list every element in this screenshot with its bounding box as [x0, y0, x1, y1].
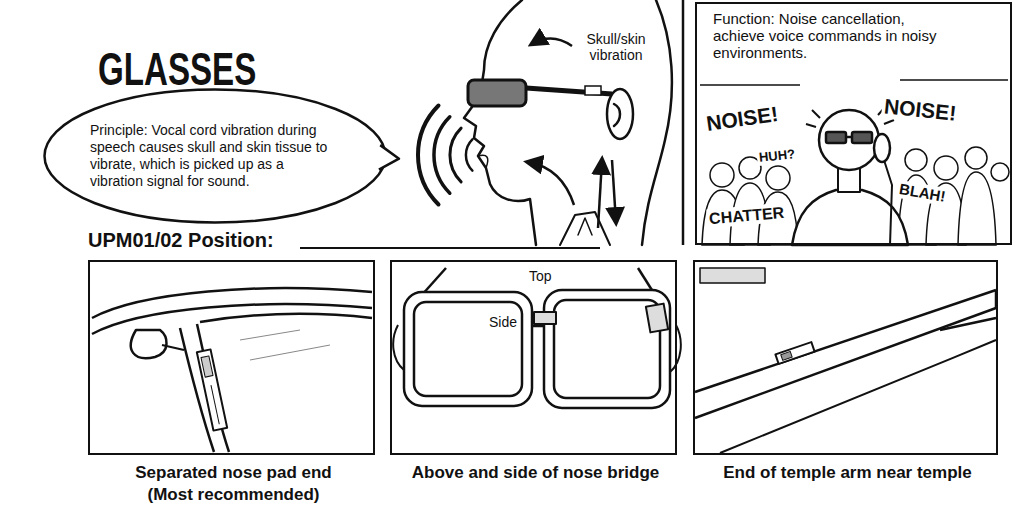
bubble-ellipse [45, 90, 386, 223]
nose-pad-closeup [162, 345, 184, 350]
glasses-front [544, 290, 670, 408]
glasses-front [534, 312, 556, 324]
callout-label: Skull/skin vibration [576, 31, 656, 63]
glasses-front [414, 302, 522, 396]
glasses-on-head [468, 80, 612, 106]
panel-caption: (Most recommended) [78, 484, 389, 505]
position-panel: End of temple arm near temple [693, 260, 998, 455]
person [852, 132, 872, 143]
temple-arm [700, 268, 765, 283]
crowd [958, 172, 996, 245]
glasses-on-head [468, 80, 526, 106]
vibration-arrows [612, 160, 616, 222]
head-profile [614, 104, 620, 126]
sound-waves [418, 106, 472, 205]
bubble-text: Principle: Vocal cord vibration during s… [90, 122, 340, 190]
sound-waves [418, 106, 439, 205]
head-profile [607, 89, 633, 139]
crowd [700, 80, 1009, 245]
vibration-arrows [532, 38, 572, 46]
vibration-arrows [528, 38, 616, 228]
head-profile [560, 212, 610, 245]
nose-pad-closeup [92, 304, 372, 334]
person [819, 110, 879, 170]
nose-pad-closeup [201, 356, 213, 377]
crowd [766, 166, 790, 190]
nose-pad-closeup [240, 330, 330, 360]
panel-text: Function: Noise cancellation, achieve vo… [713, 10, 945, 61]
glasses-front [393, 268, 681, 408]
bubble-tail [379, 145, 399, 169]
crowd [700, 84, 800, 86]
temple-arm [781, 351, 792, 360]
head-profile [578, 218, 592, 235]
person [884, 160, 892, 245]
glasses-front [646, 304, 668, 333]
noise-word: HUH? [756, 146, 798, 166]
title: GLASSES [98, 46, 256, 92]
speech-bubble: Principle: Vocal cord vibration during s… [43, 88, 387, 224]
nose-pad-closeup [131, 330, 167, 358]
temple-arm [695, 290, 996, 392]
sound-waves [434, 117, 450, 193]
crowd [900, 79, 1008, 81]
nose-pad-closeup [92, 288, 372, 452]
temple-arm [775, 342, 814, 364]
noise-word: NOISE! [703, 101, 782, 136]
vibration-arrows [528, 162, 574, 205]
crowd [934, 156, 958, 180]
panel-caption: Above and side of nose bridge [380, 462, 691, 483]
glasses-front [404, 292, 532, 406]
temple-arm [940, 318, 996, 330]
head-profile [464, 0, 536, 245]
nose-pad-closeup [197, 349, 227, 430]
part-label: Side [487, 314, 519, 331]
nose-pad-closeup [200, 314, 372, 322]
glasses-front [393, 325, 681, 372]
head-profile [642, 0, 672, 245]
nose-pad-closeup [197, 349, 227, 430]
head-profile [464, 0, 672, 245]
position-panel: Above and side of nose bridge [390, 260, 677, 455]
person [874, 134, 890, 162]
part-label: Top [527, 268, 554, 285]
crowd [710, 163, 734, 187]
person [846, 136, 852, 139]
vibration-arrows [598, 160, 602, 228]
temple-arm [695, 268, 996, 453]
crowd [965, 147, 987, 169]
nose-pad-closeup [211, 385, 219, 424]
panel-caption: End of temple arm near temple [683, 462, 1012, 483]
panel-divider [682, 0, 685, 245]
bubble-tail [379, 145, 399, 169]
panel-caption: Separated nose pad end [78, 462, 389, 483]
section-heading: UPM01/02 Position: [88, 228, 274, 252]
person [792, 106, 908, 245]
crowd [905, 149, 927, 171]
glasses-front [554, 300, 660, 398]
head-profile [478, 155, 488, 168]
position-panel: Separated nose pad end(Most recommended) [88, 260, 375, 455]
sound-waves [450, 128, 461, 182]
temple-arm [720, 340, 996, 453]
crowd [991, 163, 1009, 181]
sound-waves [466, 139, 472, 170]
person [826, 132, 846, 143]
blank-underline [300, 247, 600, 249]
nose-pad-closeup [197, 324, 229, 452]
glasses-on-head [585, 86, 601, 95]
